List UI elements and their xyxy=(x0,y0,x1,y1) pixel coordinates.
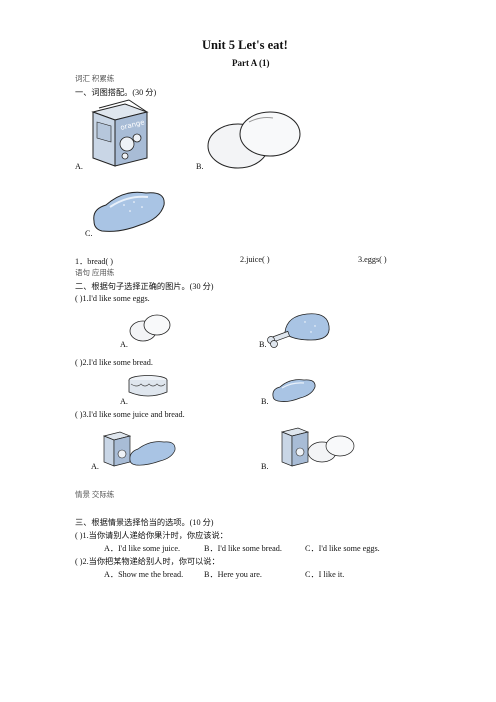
q3-1-option-c: C．I'd like some eggs. xyxy=(305,544,380,553)
q2-label-b: B. xyxy=(261,397,269,406)
section2-heading: 二、根据句子选择正确的图片。(30 分) xyxy=(75,282,214,291)
section2-tag: 语句 应用练 xyxy=(75,268,115,277)
q1-chicken-image xyxy=(267,313,330,348)
q2-label-a: A. xyxy=(120,397,128,406)
q3-2-option-b: B．Here you are. xyxy=(204,570,262,579)
eggs-image xyxy=(207,111,301,169)
bread-image xyxy=(93,191,165,232)
label-b: B. xyxy=(196,162,204,171)
page-title: Unit 5 Let's eat! xyxy=(202,38,288,52)
label-c: C. xyxy=(85,229,93,238)
question-2-3: ( )3.I'd like some juice and bread. xyxy=(75,410,185,419)
question-2-2: ( )2.I'd like some bread. xyxy=(75,358,153,367)
q3-1-option-a: A．I'd like some juice. xyxy=(104,544,181,553)
section1-heading: 一、词图搭配。(30 分) xyxy=(75,88,157,97)
section3-heading: 三、根据情景选择恰当的选项。(10 分) xyxy=(75,518,214,527)
section1-tag: 词汇 积累练 xyxy=(75,74,115,83)
q3-2-option-a: A．Show me the bread. xyxy=(104,570,184,579)
match-item-eggs: 3.eggs( ) xyxy=(358,255,387,264)
q2-cake-image xyxy=(128,375,168,397)
juice-carton-image: orange xyxy=(91,99,149,167)
q1-label-b: B. xyxy=(259,340,267,349)
q3-2-option-c: C．I like it. xyxy=(305,570,345,579)
question-3-2: ( )2.当你把某物递给别人时，你可以说： xyxy=(75,557,220,566)
page-subtitle: Part A (1) xyxy=(232,58,270,68)
q3-label-b: B. xyxy=(261,462,269,471)
match-item-bread: 1．bread( ) xyxy=(75,257,113,266)
match-item-juice: 2.juice( ) xyxy=(240,255,270,264)
question-2-1: ( )1.I'd like some eggs. xyxy=(75,294,150,303)
question-3-1: ( )1.当你请别人递给你果汁时，你应该说： xyxy=(75,531,228,540)
label-a: A. xyxy=(75,162,83,171)
q3-1-option-b: B．I'd like some bread. xyxy=(204,544,282,553)
q3-juice-bread-image xyxy=(102,431,176,467)
q1-eggs-image xyxy=(129,314,171,342)
q1-label-a: A. xyxy=(120,340,128,349)
section3-tag: 情景 交际练 xyxy=(75,490,115,499)
q3-juice-eggs-image xyxy=(280,427,355,467)
q3-label-a: A. xyxy=(91,462,99,471)
q2-bread-image xyxy=(272,379,316,402)
